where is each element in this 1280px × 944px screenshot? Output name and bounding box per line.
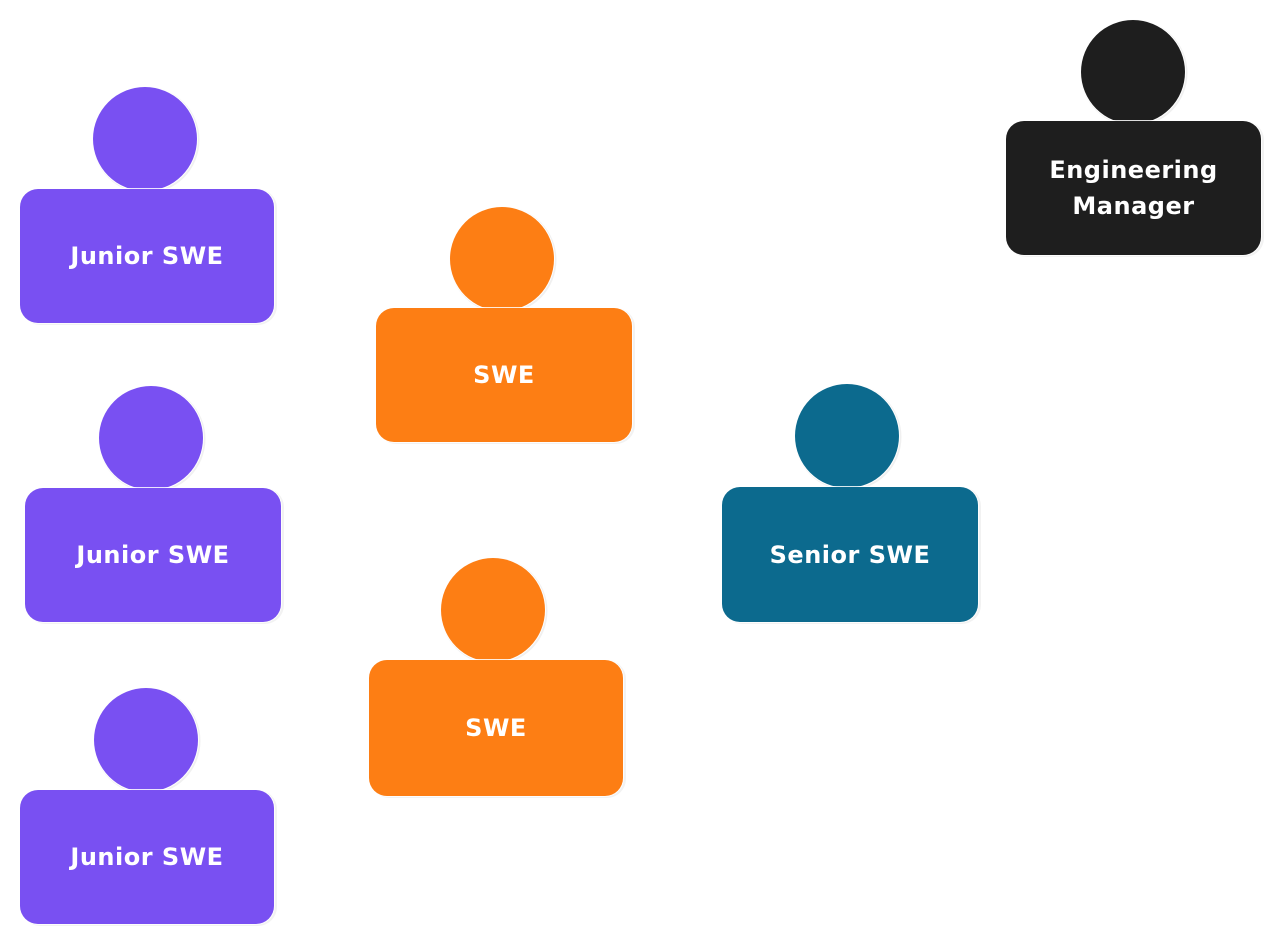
person-body: Engineering Manager	[1006, 121, 1261, 255]
person-head	[450, 207, 554, 311]
person-head	[441, 558, 545, 662]
person-body: Junior SWE	[20, 189, 274, 323]
person-role-label: Junior SWE	[70, 843, 224, 871]
person-role-label: SWE	[473, 361, 535, 389]
person-head	[795, 384, 899, 488]
person-head	[99, 386, 203, 490]
person-role-label: Senior SWE	[769, 540, 931, 569]
person-body: Senior SWE	[722, 487, 978, 622]
person-head	[1081, 20, 1185, 124]
person-head	[94, 688, 198, 792]
person-role-label: Junior SWE	[76, 541, 230, 569]
person-body: Junior SWE	[25, 488, 281, 622]
person-body: Junior SWE	[20, 790, 274, 924]
person-body: SWE	[376, 308, 632, 442]
person-role-label: Junior SWE	[70, 242, 224, 270]
person-head	[93, 87, 197, 191]
person-role-label: Engineering Manager	[1049, 156, 1218, 220]
person-body: SWE	[369, 660, 623, 796]
person-role-label: SWE	[465, 714, 527, 742]
